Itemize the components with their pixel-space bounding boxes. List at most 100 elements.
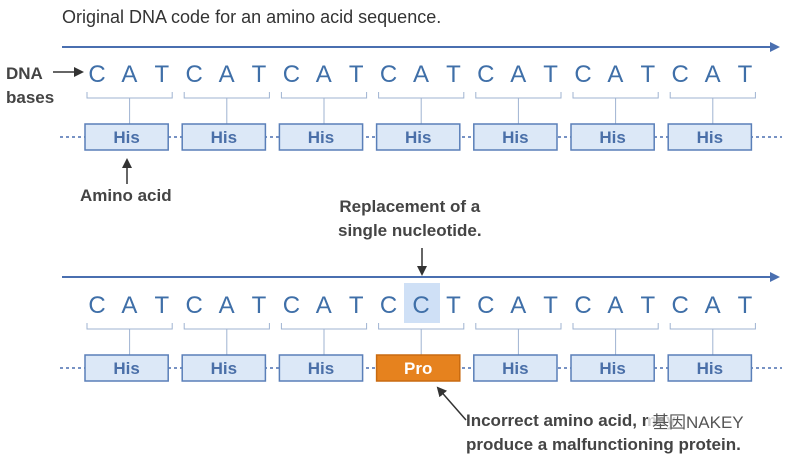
dna-base: T xyxy=(543,292,558,319)
dna-base: C xyxy=(477,61,494,88)
amino-acid-box xyxy=(84,354,169,382)
codon-bracket xyxy=(280,323,368,330)
dna-base: C xyxy=(186,61,203,88)
amino-acid-label: His xyxy=(502,128,528,147)
codon-bracket xyxy=(572,323,659,330)
dna-base: C xyxy=(380,61,397,88)
amino-acid-box xyxy=(181,123,267,151)
dna-base: C xyxy=(477,292,494,319)
amino-acid-label: His xyxy=(113,359,139,378)
mutant-amino-acid-box xyxy=(375,354,461,382)
codon-bracket xyxy=(378,323,465,330)
amino-acid-box xyxy=(181,354,267,382)
amino-acid-label: His xyxy=(599,128,625,147)
dna-base: A xyxy=(316,61,332,88)
dna-base: C xyxy=(672,292,689,319)
incorrect-line1: Incorrect amino acid, may xyxy=(466,411,676,430)
dna-base: T xyxy=(738,61,753,88)
amino-acid-label: His xyxy=(211,359,237,378)
dna-base: T xyxy=(738,292,753,319)
dna-base: C xyxy=(88,61,105,88)
dna-base: C xyxy=(283,61,300,88)
dna-base: A xyxy=(121,61,137,88)
amino-acid-label: Amino acid xyxy=(80,186,172,205)
dna-base: C xyxy=(186,292,203,319)
amino-acid-label: His xyxy=(405,128,431,147)
dna-base: C xyxy=(412,292,429,319)
amino-acid-box xyxy=(278,354,364,382)
dna-base: T xyxy=(349,292,364,319)
dna-label-line2: bases xyxy=(6,88,55,107)
dna-base: T xyxy=(154,292,169,319)
dna-base: A xyxy=(705,292,721,319)
dna-base: T xyxy=(154,61,169,88)
dna-base: C xyxy=(672,61,689,88)
amino-acid-box xyxy=(667,123,753,151)
dna-base: A xyxy=(121,292,137,319)
amino-acid-box xyxy=(375,123,461,151)
amino-acid-box xyxy=(570,123,655,151)
dna-base: A xyxy=(607,61,623,88)
dna-base: A xyxy=(607,292,623,319)
mutant-amino-acid-label: Pro xyxy=(404,359,432,378)
dna-base: T xyxy=(640,292,655,319)
dna-base: T xyxy=(349,61,364,88)
codon-bracket xyxy=(475,92,562,99)
dna-base: A xyxy=(705,61,721,88)
dna-base: A xyxy=(316,292,332,319)
dna-base: T xyxy=(446,292,461,319)
dna-base: C xyxy=(380,292,397,319)
codon-bracket xyxy=(669,92,756,99)
dna-base: C xyxy=(88,292,105,319)
dna-base: A xyxy=(413,61,429,88)
amino-acid-label: His xyxy=(211,128,237,147)
dna-base: T xyxy=(640,61,655,88)
dna-base: T xyxy=(252,61,267,88)
codon-bracket xyxy=(669,323,756,330)
dna-base: T xyxy=(252,292,267,319)
dna-base: A xyxy=(510,61,526,88)
dna-base: C xyxy=(574,292,591,319)
dna-base: C xyxy=(574,61,591,88)
dna-base: T xyxy=(446,61,461,88)
incorrect-amino-acid-label: Incorrect amino acid, may produce a malf… xyxy=(466,409,741,457)
amino-acid-box xyxy=(84,123,169,151)
amino-acid-label: His xyxy=(599,359,625,378)
amino-acid-box xyxy=(667,354,753,382)
watermark: 基因NAKEY xyxy=(648,408,748,433)
replacement-line1: Replacement of a xyxy=(339,197,481,216)
incorrect-arrow xyxy=(436,386,467,421)
codon-bracket xyxy=(86,92,173,99)
amino-acid-label: His xyxy=(113,128,139,147)
dna-base: C xyxy=(283,292,300,319)
codon-bracket xyxy=(572,92,659,99)
amino-acid-label: His xyxy=(697,128,723,147)
dna-label-line1: DNA xyxy=(6,64,43,83)
incorrect-line2: produce a malfunctioning protein. xyxy=(466,435,741,454)
mutated-base-highlight xyxy=(404,283,440,323)
dna-base: A xyxy=(219,292,235,319)
amino-acid-box xyxy=(570,354,655,382)
dna-base: A xyxy=(510,292,526,319)
codon-bracket xyxy=(183,323,270,330)
codon-bracket xyxy=(183,92,270,99)
dna-base: T xyxy=(543,61,558,88)
dna-base: A xyxy=(219,61,235,88)
codon-bracket xyxy=(378,92,465,99)
amino-acid-label: His xyxy=(502,359,528,378)
replacement-label: Replacement of a single nucleotide. xyxy=(338,195,482,243)
codon-bracket xyxy=(280,92,368,99)
amino-acid-box xyxy=(473,354,558,382)
amino-acid-box xyxy=(278,123,364,151)
dna-bases-label: DNA bases xyxy=(6,62,54,110)
diagram-title: Original DNA code for an amino acid sequ… xyxy=(62,7,442,27)
codon-bracket xyxy=(475,323,562,330)
amino-acid-label: His xyxy=(308,359,334,378)
amino-acid-box xyxy=(473,123,558,151)
amino-acid-label: His xyxy=(308,128,334,147)
replacement-line2: single nucleotide. xyxy=(338,221,482,240)
codon-bracket xyxy=(86,323,173,330)
